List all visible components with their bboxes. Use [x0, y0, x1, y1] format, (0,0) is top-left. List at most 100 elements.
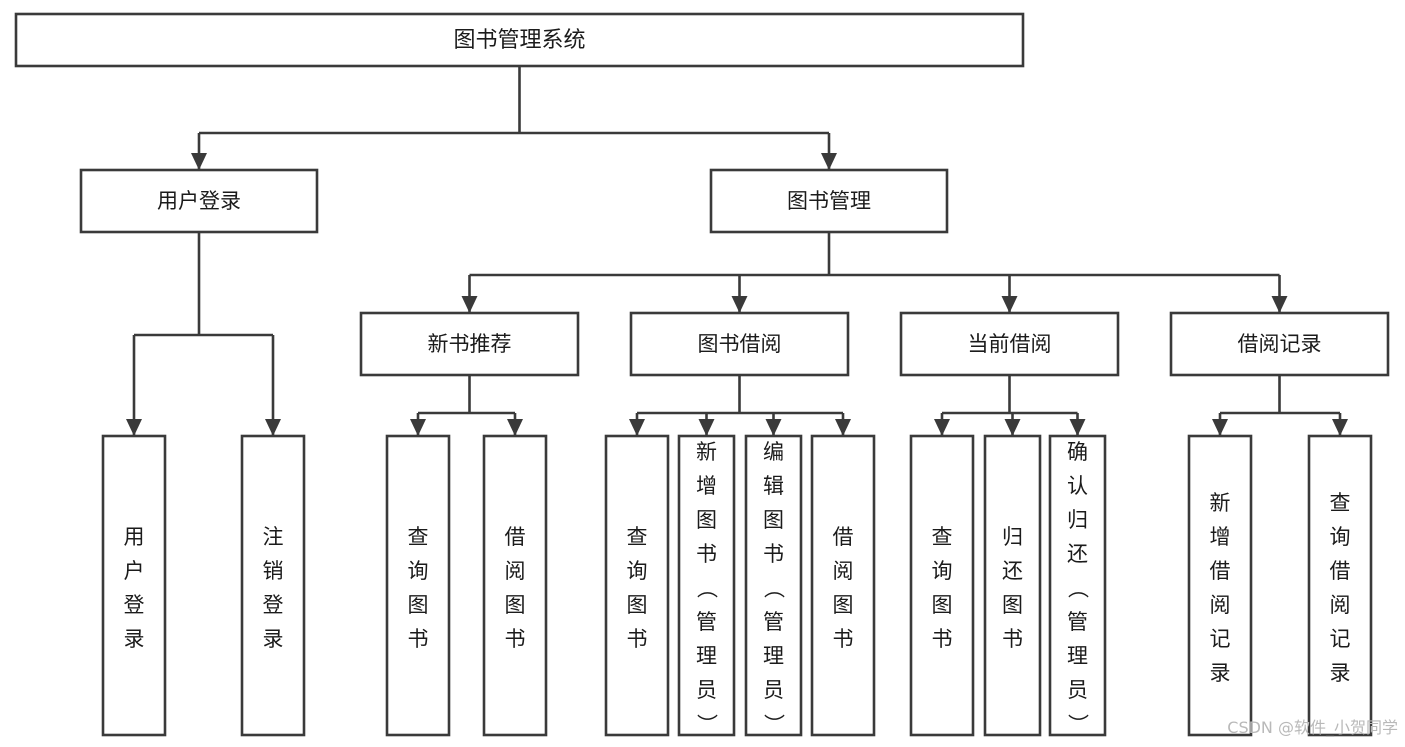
node-level3-0[interactable]: 新书推荐: [359, 311, 580, 377]
leaf-node-0-char: 用: [124, 525, 145, 549]
node-root-label: 图书管理系统: [453, 28, 585, 53]
leaf-node-1-box[interactable]: [240, 434, 306, 737]
node-level2-1[interactable]: 图书管理: [709, 168, 949, 234]
leaf-node-5-char: 书: [696, 542, 717, 566]
node-level2-0-box[interactable]: [79, 168, 319, 234]
leaf-node-12-char: 阅: [1330, 593, 1351, 617]
leaf-node-4-char: 询: [627, 559, 648, 583]
leaf-node-4-char: 书: [627, 627, 648, 651]
node-level3-2[interactable]: 当前借阅: [899, 311, 1120, 377]
node-level3-2-label: 当前借阅: [968, 332, 1052, 356]
leaf-node-10-box[interactable]: [1048, 434, 1107, 737]
node-level2-1-label: 图书管理: [787, 189, 871, 213]
arrow-head-icon: [1212, 419, 1228, 436]
leaf-node-5-char: 员: [696, 678, 717, 702]
node-level2-1-box[interactable]: [709, 168, 949, 234]
leaf-node-1-char: 录: [263, 627, 284, 651]
leaf-node-5-char: 理: [696, 644, 717, 668]
leaf-node-1-char: 注: [263, 525, 284, 549]
leaf-node-1-char: 登: [263, 593, 284, 617]
leaf-node-12-char: 询: [1330, 525, 1351, 549]
leaf-node-8-char: 询: [932, 559, 953, 583]
leaf-node-11-char: 录: [1210, 661, 1231, 685]
node-level3-2-box[interactable]: [899, 311, 1120, 377]
arrow-head-icon: [265, 419, 281, 436]
leaf-node-3-box[interactable]: [482, 434, 548, 737]
leaf-node-9-box[interactable]: [983, 434, 1042, 737]
csdn-watermark: CSDN @软件_小贺同学: [1227, 718, 1398, 738]
arrow-head-icon: [698, 419, 715, 436]
arrow-head-icon: [731, 296, 748, 313]
node-level3-1-box[interactable]: [629, 311, 850, 377]
leaf-node-11-char: 阅: [1210, 593, 1231, 617]
leaf-node-1-char: 销: [263, 559, 284, 583]
node-level3-0-box[interactable]: [359, 311, 580, 377]
leaf-node-12-char: 记: [1330, 627, 1351, 651]
arrow-head-icon: [1001, 296, 1018, 313]
node-level3-3[interactable]: 借阅记录: [1169, 311, 1390, 377]
leaf-node-11-char: 新: [1210, 491, 1231, 515]
leaf-node-0-box[interactable]: [101, 434, 167, 737]
leaf-node-0-char: 登: [124, 593, 145, 617]
leaf-node-5-char: 管: [696, 610, 717, 634]
arrow-head-icon: [629, 419, 645, 436]
leaf-node-11-char: 记: [1210, 627, 1231, 651]
node-level3-0-label: 新书推荐: [428, 332, 512, 356]
leaf-node-6-char: 员: [763, 678, 784, 702]
leaf-node-3-char: 借: [505, 525, 526, 549]
leaf-node-6-char: 编: [763, 440, 784, 464]
leaf-node-8-char: 查: [932, 525, 953, 549]
node-level2-0-label: 用户登录: [157, 189, 241, 213]
leaf-node-2-box[interactable]: [385, 434, 451, 737]
leaf-node-5-char: 新: [696, 440, 717, 464]
leaf-node-5-char: （: [695, 578, 719, 599]
arrow-head-icon: [507, 419, 523, 436]
node-root-box[interactable]: [14, 12, 1025, 68]
node-root[interactable]: 图书管理系统: [14, 12, 1025, 68]
leaf-node-4-box[interactable]: [604, 434, 670, 737]
arrow-head-icon: [934, 419, 950, 436]
node-level3-1-label: 图书借阅: [698, 332, 782, 356]
node-level3-1[interactable]: 图书借阅: [629, 311, 850, 377]
leaf-node-0[interactable]: 用户登录: [101, 434, 167, 737]
leaf-node-9-char: 书: [1002, 627, 1023, 651]
node-level2-0[interactable]: 用户登录: [79, 168, 319, 234]
leaf-node-5-box[interactable]: [677, 434, 736, 737]
leaf-node-6-box[interactable]: [744, 434, 803, 737]
leaf-node-10-char: 认: [1067, 474, 1088, 498]
leaf-node-11-char: 增: [1210, 525, 1231, 549]
leaf-node-8-char: 书: [932, 627, 953, 651]
leaf-node-10-char: （: [1066, 578, 1090, 599]
leaf-node-0-char: 录: [124, 627, 145, 651]
leaf-node-2-char: 查: [408, 525, 429, 549]
leaf-node-12-box[interactable]: [1307, 434, 1373, 737]
leaf-node-11-box[interactable]: [1187, 434, 1253, 737]
leaf-node-9-char: 还: [1002, 559, 1023, 583]
arrow-head-icon: [821, 153, 837, 170]
node-level3-3-box[interactable]: [1169, 311, 1390, 377]
leaf-node-0-char: 户: [124, 559, 145, 583]
leaf-node-7-box[interactable]: [810, 434, 876, 737]
leaf-node-3-char: 阅: [505, 559, 526, 583]
arrow-head-icon: [410, 419, 426, 436]
leaf-node-8-box[interactable]: [909, 434, 975, 737]
leaf-node-5-char: ）: [695, 714, 719, 735]
leaf-node-12-char: 借: [1330, 559, 1351, 583]
leaf-node-10-char: 归: [1067, 508, 1088, 532]
connector-layer: [126, 66, 1348, 436]
